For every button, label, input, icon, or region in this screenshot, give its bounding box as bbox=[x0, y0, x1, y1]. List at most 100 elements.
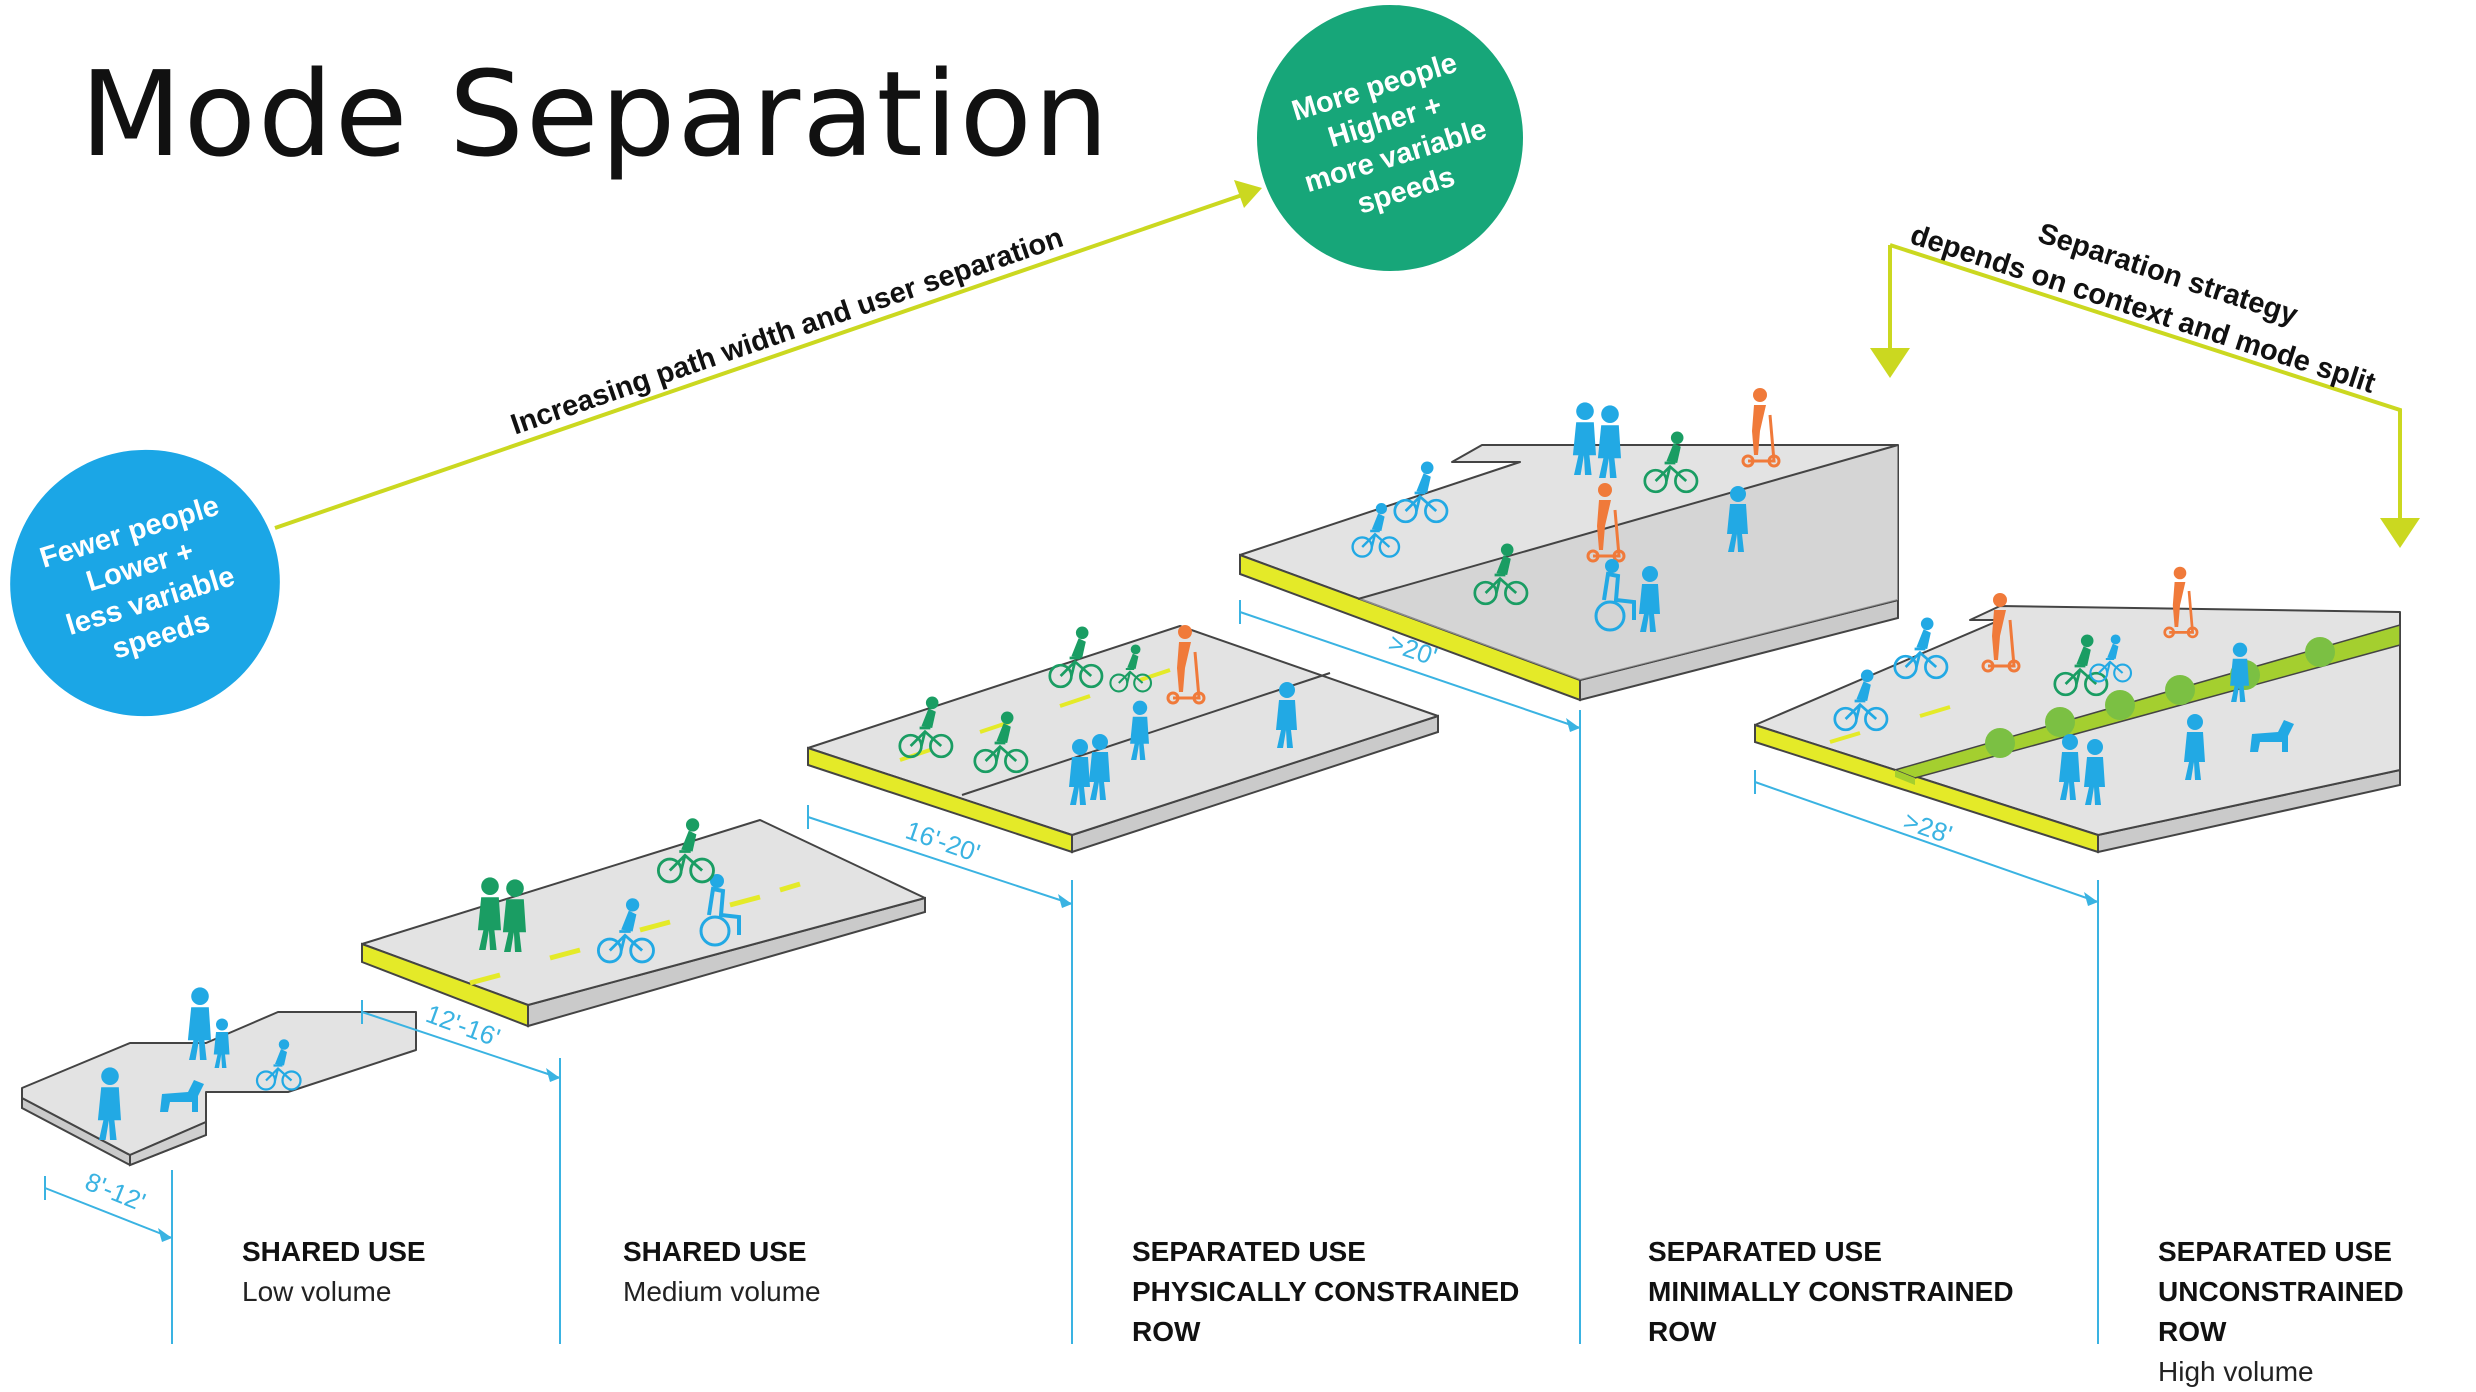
dimension-arrowhead bbox=[1566, 718, 1580, 732]
increase-arrowhead bbox=[1234, 180, 1262, 208]
cyclist-icon bbox=[1893, 617, 1949, 680]
category-heading: SHARED USE bbox=[242, 1236, 426, 1267]
dimension-line bbox=[361, 1011, 561, 1079]
category-heading: UNCONSTRAINED ROW bbox=[2158, 1276, 2404, 1347]
pedestrian-icon bbox=[1069, 739, 1090, 805]
page-title: Mode Separation bbox=[80, 45, 1111, 183]
green-buffer-edge bbox=[1895, 770, 1915, 785]
center-line-dash bbox=[1829, 731, 1861, 744]
pedestrian-icon bbox=[1276, 682, 1297, 748]
pedestrian-icon bbox=[97, 1067, 121, 1140]
category-separated-minimally-constrained: SEPARATED USE MINIMALLY CONSTRAINED ROW bbox=[1648, 1232, 2014, 1352]
center-line-dash bbox=[1139, 668, 1171, 682]
cyclist-icon bbox=[1351, 503, 1401, 558]
bracket-arrowhead-left bbox=[1870, 348, 1910, 378]
cyclist-icon bbox=[973, 711, 1029, 774]
pedestrian-icon bbox=[502, 879, 526, 952]
dimension-arrowhead bbox=[1058, 894, 1072, 908]
scooter-rider-icon bbox=[2163, 566, 2199, 639]
center-line-dash bbox=[729, 894, 761, 908]
dimension-line bbox=[1754, 781, 2099, 903]
category-heading: ROW bbox=[1132, 1316, 1201, 1347]
bracket-line bbox=[1889, 243, 2402, 528]
wheelchair-icon bbox=[1594, 559, 1636, 632]
cyclist-icon bbox=[1473, 543, 1529, 606]
center-line-dash bbox=[469, 972, 501, 986]
scooter-rider-icon bbox=[1166, 625, 1206, 705]
tree-icon bbox=[1985, 728, 2015, 758]
pedestrian-icon bbox=[2084, 739, 2105, 805]
pedestrian-icon bbox=[1089, 734, 1110, 800]
width-label: 16'-20' bbox=[902, 815, 984, 868]
width-dimension: 8'-12' bbox=[44, 1166, 173, 1344]
center-line-dash bbox=[1059, 694, 1091, 708]
pedestrian-icon bbox=[1597, 405, 1621, 478]
increase-arrow-line bbox=[274, 191, 1249, 530]
category-subtitle: Medium volume bbox=[623, 1276, 821, 1307]
cyclist-icon bbox=[1109, 644, 1153, 693]
bubble-shape bbox=[10, 449, 280, 717]
tree-icon bbox=[2165, 675, 2195, 705]
pedestrian-icon bbox=[2230, 642, 2249, 702]
category-separated-physically-constrained: SEPARATED USE PHYSICALLY CONSTRAINED ROW bbox=[1132, 1232, 1519, 1352]
cyclist-icon bbox=[898, 696, 954, 759]
category-heading: SEPARATED USE bbox=[1648, 1236, 1882, 1267]
tree-icon bbox=[2105, 690, 2135, 720]
dimension-line bbox=[44, 1187, 173, 1239]
category-heading: PHYSICALLY CONSTRAINED bbox=[1132, 1276, 1520, 1307]
dimension-line bbox=[807, 816, 1073, 905]
deck-shaded-lane bbox=[1358, 445, 1898, 680]
cyclist-icon bbox=[2089, 634, 2133, 683]
cyclist-icon bbox=[1048, 626, 1104, 689]
category-heading: SEPARATED USE bbox=[1132, 1236, 1366, 1267]
tree-icon bbox=[2045, 707, 2075, 737]
pedestrian-icon bbox=[1727, 486, 1748, 552]
cyclist-icon bbox=[1393, 461, 1449, 524]
center-line-dash bbox=[779, 881, 801, 893]
cyclist-icon bbox=[596, 898, 655, 964]
dog-icon bbox=[160, 1080, 204, 1112]
tree-icon bbox=[2305, 637, 2335, 667]
dimension-arrowhead bbox=[2084, 892, 2098, 906]
category-heading: MINIMALLY CONSTRAINED bbox=[1648, 1276, 2014, 1307]
dimension-arrowhead bbox=[158, 1228, 172, 1242]
dog-icon bbox=[2250, 720, 2294, 752]
pedestrian-icon bbox=[2184, 714, 2205, 780]
wheelchair-icon bbox=[699, 874, 741, 947]
separation-strategy-text: depends on context and mode split bbox=[1906, 219, 2379, 400]
cyclist-icon bbox=[1833, 669, 1889, 732]
dimension-line bbox=[1239, 611, 1581, 729]
width-dimension: >28' bbox=[1754, 770, 2099, 1344]
deck-separated-minimally-constrained bbox=[1239, 444, 1899, 702]
deck-front bbox=[129, 1120, 207, 1167]
pedestrian-icon bbox=[1572, 402, 1596, 475]
pedestrian-icon bbox=[1639, 566, 1660, 632]
diagram-stage: Mode Separation 8'-12'12'-16'16'-20'>20'… bbox=[10, 5, 2420, 1387]
deck-edge-strip bbox=[1754, 723, 2099, 854]
deck-shared-use-medium bbox=[361, 819, 926, 1028]
category-heading: SHARED USE bbox=[623, 1236, 807, 1267]
pedestrian-icon bbox=[1130, 700, 1149, 760]
deck-edge-strip bbox=[807, 746, 1073, 854]
center-line-dash bbox=[1919, 705, 1951, 718]
pedestrian-icon bbox=[213, 1018, 230, 1068]
center-line-dash bbox=[639, 919, 671, 933]
scooter-rider-icon bbox=[1741, 388, 1781, 468]
category-shared-use-low: SHARED USE Low volume bbox=[242, 1232, 426, 1312]
cyclist-icon bbox=[1643, 431, 1699, 494]
category-separated-unconstrained: SEPARATED USE UNCONSTRAINED ROW High vol… bbox=[2158, 1232, 2476, 1392]
mode-separation-diagram: 8'-12'12'-16'16'-20'>20'>28'Increasing p… bbox=[10, 5, 2420, 1344]
category-heading: SEPARATED USE bbox=[2158, 1236, 2392, 1267]
deck-surface bbox=[807, 625, 1439, 836]
scooter-rider-icon bbox=[1981, 593, 2021, 673]
center-line-dash bbox=[549, 947, 581, 961]
bracket-arrowhead-right bbox=[2380, 518, 2420, 548]
category-heading: ROW bbox=[1648, 1316, 1717, 1347]
cyclist-icon bbox=[255, 1039, 302, 1091]
pedestrian-icon bbox=[187, 987, 211, 1060]
category-subtitle: Low volume bbox=[242, 1276, 392, 1307]
divider-line bbox=[1357, 444, 1899, 600]
cyclist-icon bbox=[656, 818, 715, 884]
